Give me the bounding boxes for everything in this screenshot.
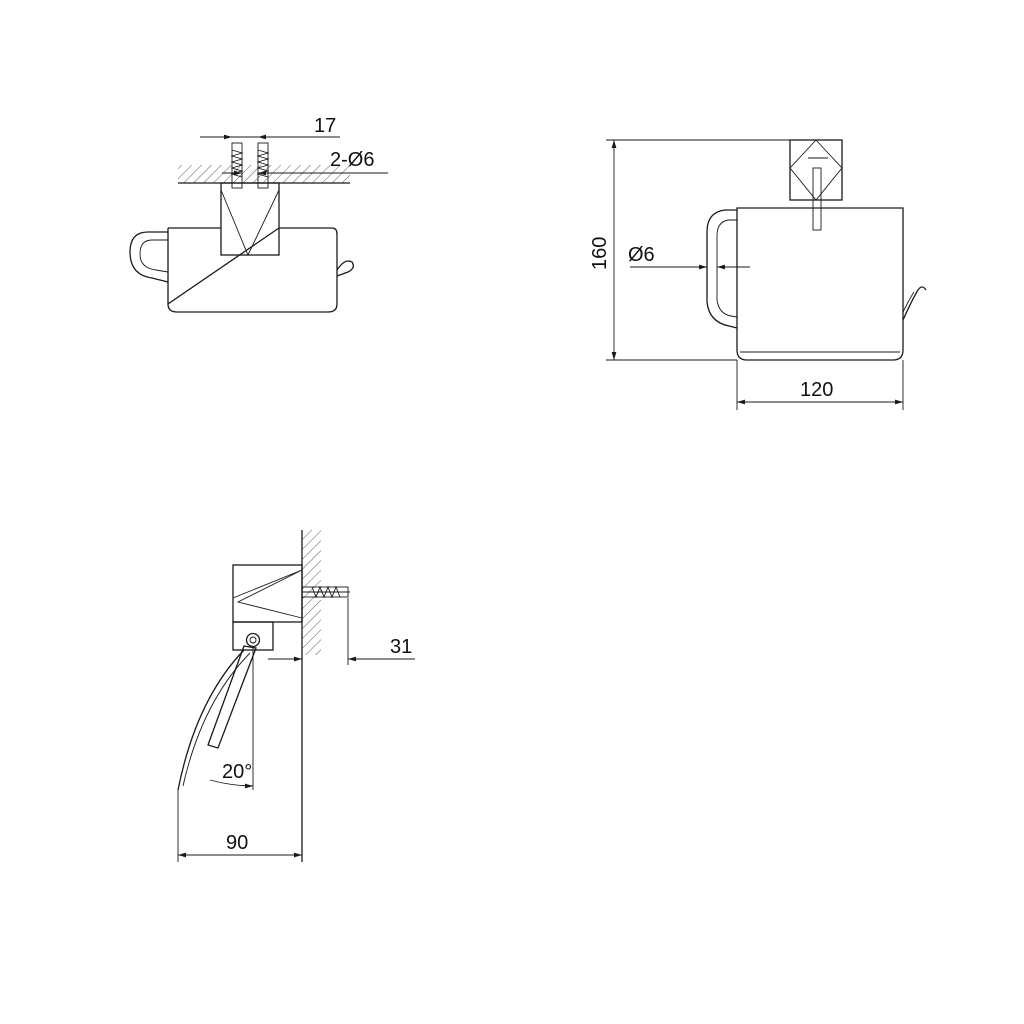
- dim-angle-label: 20°: [222, 761, 252, 783]
- cover-front: [736, 207, 904, 361]
- hook-front: [902, 286, 927, 321]
- dim-2-d6-label: 2-Ø6: [330, 149, 374, 171]
- dim-31: 31: [268, 598, 415, 665]
- dim-160: 160: [589, 139, 790, 361]
- side-view: 20° 31 90: [177, 530, 415, 862]
- dim-2-d6: 2-Ø6: [222, 149, 388, 176]
- dim-angle-20: 20°: [209, 761, 254, 789]
- cover-body-top: [167, 227, 338, 313]
- roll-arm-side: [207, 645, 257, 749]
- hook-top: [336, 260, 354, 277]
- roll-arm-top: [129, 231, 169, 283]
- dim-d6-label: Ø6: [628, 244, 655, 266]
- hinge-plate: [232, 621, 274, 651]
- dim-120-label: 120: [800, 379, 833, 401]
- dim-31-label: 31: [390, 636, 412, 658]
- mount-block-facet: [220, 189, 280, 257]
- dim-90: 90: [177, 790, 302, 862]
- dim-17-label: 17: [314, 115, 336, 137]
- ornament-block: [789, 139, 843, 201]
- dim-90-label: 90: [226, 832, 248, 854]
- wall-hatch-side: [302, 530, 321, 655]
- dim-d6: Ø6: [628, 244, 750, 270]
- ornament-stem: [812, 167, 822, 231]
- cover-curve-side: [177, 649, 245, 791]
- mount-block-top: [220, 182, 280, 256]
- dim-17: 17: [200, 115, 340, 140]
- roll-arm-front: [706, 209, 738, 329]
- hinge-pin: [245, 632, 261, 648]
- top-view: 17 2-Ø6: [129, 115, 388, 313]
- front-view: 160 Ø6 120: [589, 139, 927, 410]
- dim-120: 120: [736, 360, 904, 410]
- wall-hatch-top: [178, 165, 350, 183]
- dim-160-label: 160: [589, 237, 611, 270]
